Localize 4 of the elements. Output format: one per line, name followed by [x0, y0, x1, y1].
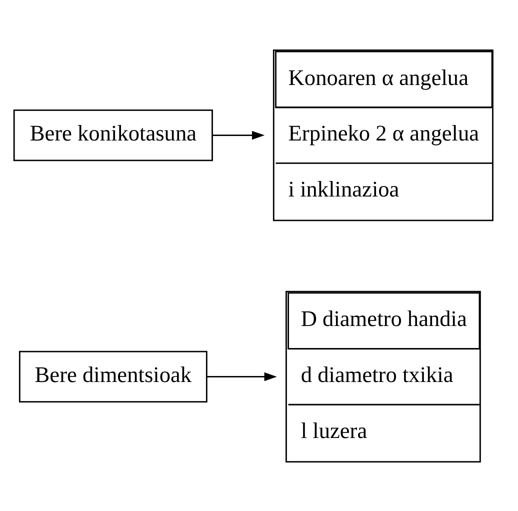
arrow — [212, 130, 265, 140]
node-box: Bere dimentsioak — [18, 350, 208, 402]
arrow — [206, 372, 277, 381]
node-box: Bere konikotasuna — [13, 108, 213, 161]
